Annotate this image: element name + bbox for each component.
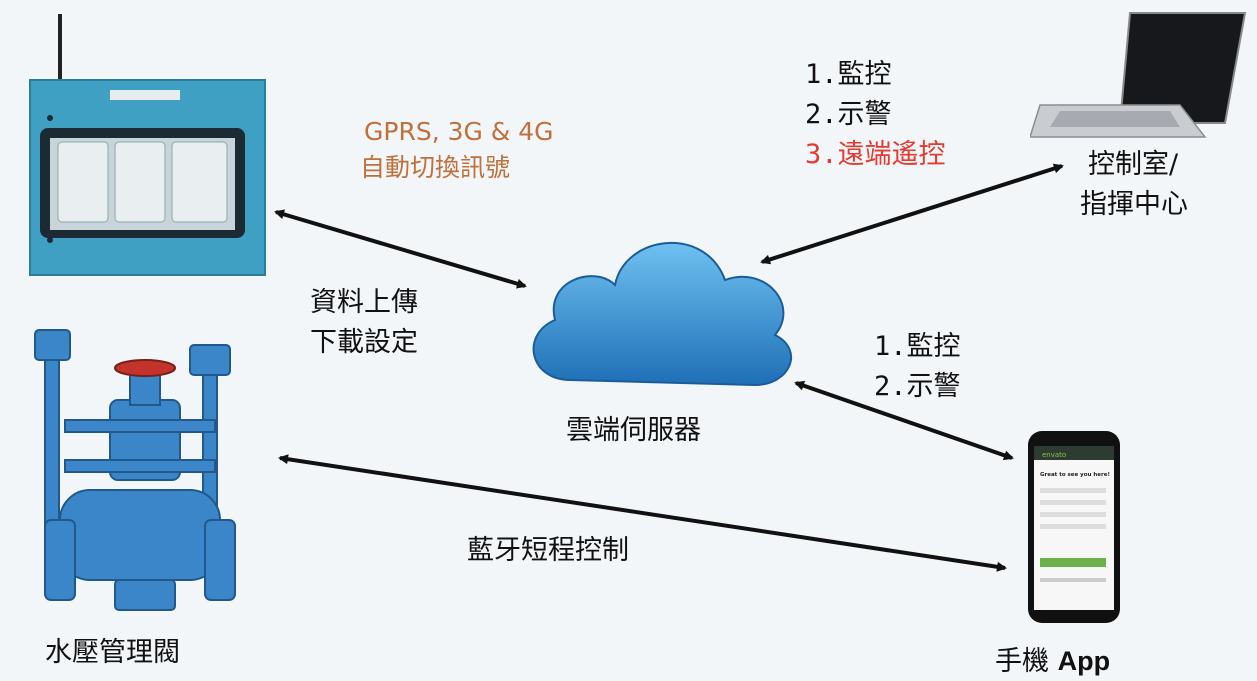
pressure-valve-illustration: [34, 329, 236, 611]
mobile-feature-alert: 2.示警: [874, 371, 961, 402]
valve-label: 水壓管理閥: [45, 637, 180, 668]
arrow-valve-phone: [278, 454, 1007, 572]
arrow-cloud-laptop: [760, 163, 1064, 265]
data-sync-line2: 下載設定: [310, 327, 418, 358]
phone-label-app: App: [1057, 646, 1111, 676]
control-room-label-line1: 控制室/: [1088, 149, 1179, 180]
phone-label-prefix: 手機: [995, 646, 1049, 677]
phone-app-label: 手機 App: [995, 645, 1110, 679]
arrow-cabinet-cloud: [274, 209, 527, 289]
carrier-label-line2: 自動切換訊號: [360, 153, 511, 182]
phone-heading-text: Great to see you here!: [1040, 472, 1110, 478]
carrier-label-line1: GPRS, 3G & 4G: [364, 117, 554, 146]
control-feature-monitor: 1.監控: [805, 59, 892, 90]
phone-brand-text: envato: [1042, 451, 1066, 459]
laptop-illustration: [1030, 12, 1247, 138]
data-sync-line1: 資料上傳: [310, 287, 418, 318]
bluetooth-label: 藍牙短程控制: [467, 535, 629, 566]
control-room-label-line2: 指揮中心: [1080, 189, 1188, 220]
control-cabinet-illustration: [29, 14, 266, 276]
control-feature-alert: 2.示警: [805, 99, 892, 130]
cloud-server-icon: [532, 242, 793, 387]
control-feature-remote: 3.遠端遙控: [805, 139, 946, 170]
cloud-server-label: 雲端伺服器: [566, 415, 701, 446]
arrow-cloud-phone: [794, 380, 1014, 461]
mobile-feature-monitor: 1.監控: [874, 331, 961, 362]
smartphone-illustration: envato Great to see you here!: [1028, 431, 1120, 623]
